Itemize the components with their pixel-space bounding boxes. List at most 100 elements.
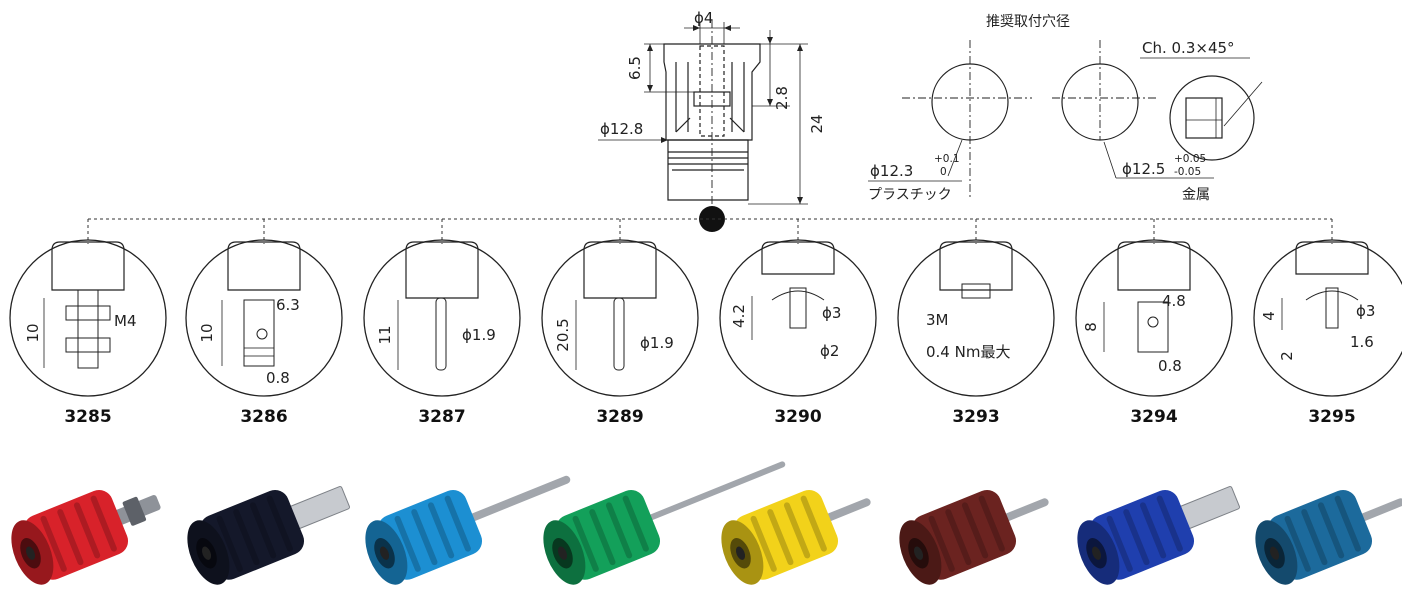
variant-3287-dim-1: 11 — [376, 325, 394, 344]
socket-rib — [767, 509, 794, 566]
socket-rib — [249, 502, 277, 559]
pin — [1001, 498, 1049, 523]
variant-3286-label: 3286 — [240, 407, 287, 427]
socket-rib — [57, 509, 84, 566]
socket-rib — [605, 502, 633, 559]
socket-rib — [1156, 495, 1183, 552]
socket-contact — [1091, 546, 1102, 560]
variant-3286-dim-3: 0.8 — [266, 369, 290, 387]
socket-rib — [90, 495, 117, 552]
metal-tol-upper: +0.05 — [1174, 153, 1206, 165]
socket-rib — [572, 515, 599, 572]
variant-3295-dim-3: 2 — [1278, 351, 1296, 361]
variant-3290-dim-2: ϕ3 — [822, 304, 841, 322]
socket-rib — [622, 495, 649, 552]
variant-3285-dim-1: 10 — [24, 323, 42, 342]
variant-3293-dim-1: 3M — [926, 311, 949, 329]
product-photo-teal-blue — [1255, 489, 1402, 585]
product-photo-black — [187, 486, 350, 585]
socket-rib — [1317, 502, 1345, 559]
variant-3286-dim-2: 6.3 — [276, 296, 300, 314]
pin — [1357, 498, 1402, 523]
socket-contact — [201, 546, 212, 560]
socket-rib — [750, 515, 777, 572]
pin — [467, 475, 571, 523]
socket-rib — [1301, 509, 1328, 566]
socket-contact — [557, 546, 568, 560]
plastic-label: プラスチック — [868, 187, 952, 203]
variant-3287-label: 3287 — [418, 407, 465, 427]
variant-3294-dim-1: 8 — [1082, 322, 1100, 332]
socket-rib — [40, 515, 67, 572]
socket-rib — [978, 495, 1005, 552]
variant-3295-dim-1: 4 — [1260, 311, 1278, 321]
variant-3286: 10 6.3 0.8 3286 — [185, 239, 343, 427]
socket-rib — [216, 515, 243, 572]
variant-3294-dim-2: 4.8 — [1162, 292, 1186, 310]
variant-3285-dim-2: M4 — [114, 312, 137, 330]
variant-3289-label: 3289 — [596, 407, 643, 427]
socket-contact — [913, 546, 924, 560]
socket-contact — [1269, 546, 1280, 560]
long-pin — [645, 461, 786, 522]
product-photo-green — [543, 461, 786, 585]
mounting-hole-title: 推奨取付穴径 — [986, 14, 1070, 30]
dimension-arrows — [647, 25, 803, 204]
plastic-tol-upper: +0.1 — [934, 153, 960, 165]
variant-3294: 8 4.8 0.8 3294 — [1075, 239, 1233, 427]
socket-contact — [379, 546, 390, 560]
socket-rib — [427, 502, 455, 559]
main-socket-drawing — [598, 20, 808, 212]
dim-right-small: 2.8 — [773, 86, 791, 110]
variant-3293-label: 3293 — [952, 407, 999, 427]
variant-3295: 4 ϕ3 2 1.6 3295 — [1253, 239, 1402, 427]
variant-3287: 11 ϕ1.9 3287 — [363, 239, 521, 427]
product-photo-red — [11, 489, 161, 585]
variant-3295-dim-4: 1.6 — [1350, 333, 1374, 351]
variant-3289-dim-2: ϕ1.9 — [640, 334, 674, 352]
variant-3285-label: 3285 — [64, 407, 111, 427]
metal-label: 金属 — [1182, 187, 1210, 203]
socket-rib — [783, 502, 811, 559]
dim-top-width: ϕ4 — [694, 9, 713, 27]
chamfer-label: Ch. 0.3×45° — [1142, 39, 1235, 57]
socket-contact — [735, 546, 746, 560]
socket-contact — [25, 546, 36, 560]
socket-rib — [589, 509, 616, 566]
plastic-hole-diameter: ϕ12.3 — [870, 162, 913, 180]
dim-left-height: 6.5 — [626, 56, 644, 80]
socket-rib — [961, 502, 989, 559]
product-photo-row — [11, 461, 1402, 585]
variant-3293: 3M 0.4 Nm最大 3293 — [897, 239, 1055, 427]
variant-3287-dim-2: ϕ1.9 — [462, 326, 496, 344]
socket-rib — [1334, 495, 1361, 552]
socket-rib — [411, 509, 438, 566]
variant-3295-dim-2: ϕ3 — [1356, 302, 1375, 320]
variant-3285: 10 M4 3285 — [9, 239, 167, 427]
variant-3289: 20.5 ϕ1.9 3289 — [541, 239, 699, 427]
product-photo-yellow — [721, 489, 871, 585]
variant-3290-label: 3290 — [774, 407, 821, 427]
socket-rib — [1123, 509, 1150, 566]
dim-total-height: 24 — [808, 114, 826, 133]
variant-3289-dim-1: 20.5 — [554, 318, 572, 351]
socket-rib — [945, 509, 972, 566]
variant-3286-dim-1: 10 — [198, 323, 216, 342]
pin — [823, 498, 871, 523]
variant-3290: 4.2 ϕ3 ϕ2 3290 — [719, 239, 877, 427]
metal-tol-lower: -0.05 — [1174, 166, 1201, 178]
variant-3293-dim-2: 0.4 Nm最大 — [926, 343, 1010, 361]
mounting-hole-diagrams — [868, 40, 1263, 198]
variant-3294-label: 3294 — [1130, 407, 1177, 427]
socket-rib — [1284, 515, 1311, 572]
variant-3290-dim-1: 4.2 — [730, 304, 748, 328]
socket-rib — [1106, 515, 1133, 572]
socket-rib — [444, 495, 471, 552]
dim-diameter: ϕ12.8 — [600, 120, 643, 138]
product-photo-brown — [899, 489, 1049, 585]
socket-rib — [1139, 502, 1167, 559]
socket-rib — [233, 509, 260, 566]
variant-3294-dim-3: 0.8 — [1158, 357, 1182, 375]
product-photo-dark-blue — [1077, 486, 1240, 585]
product-photo-blue — [365, 475, 571, 585]
